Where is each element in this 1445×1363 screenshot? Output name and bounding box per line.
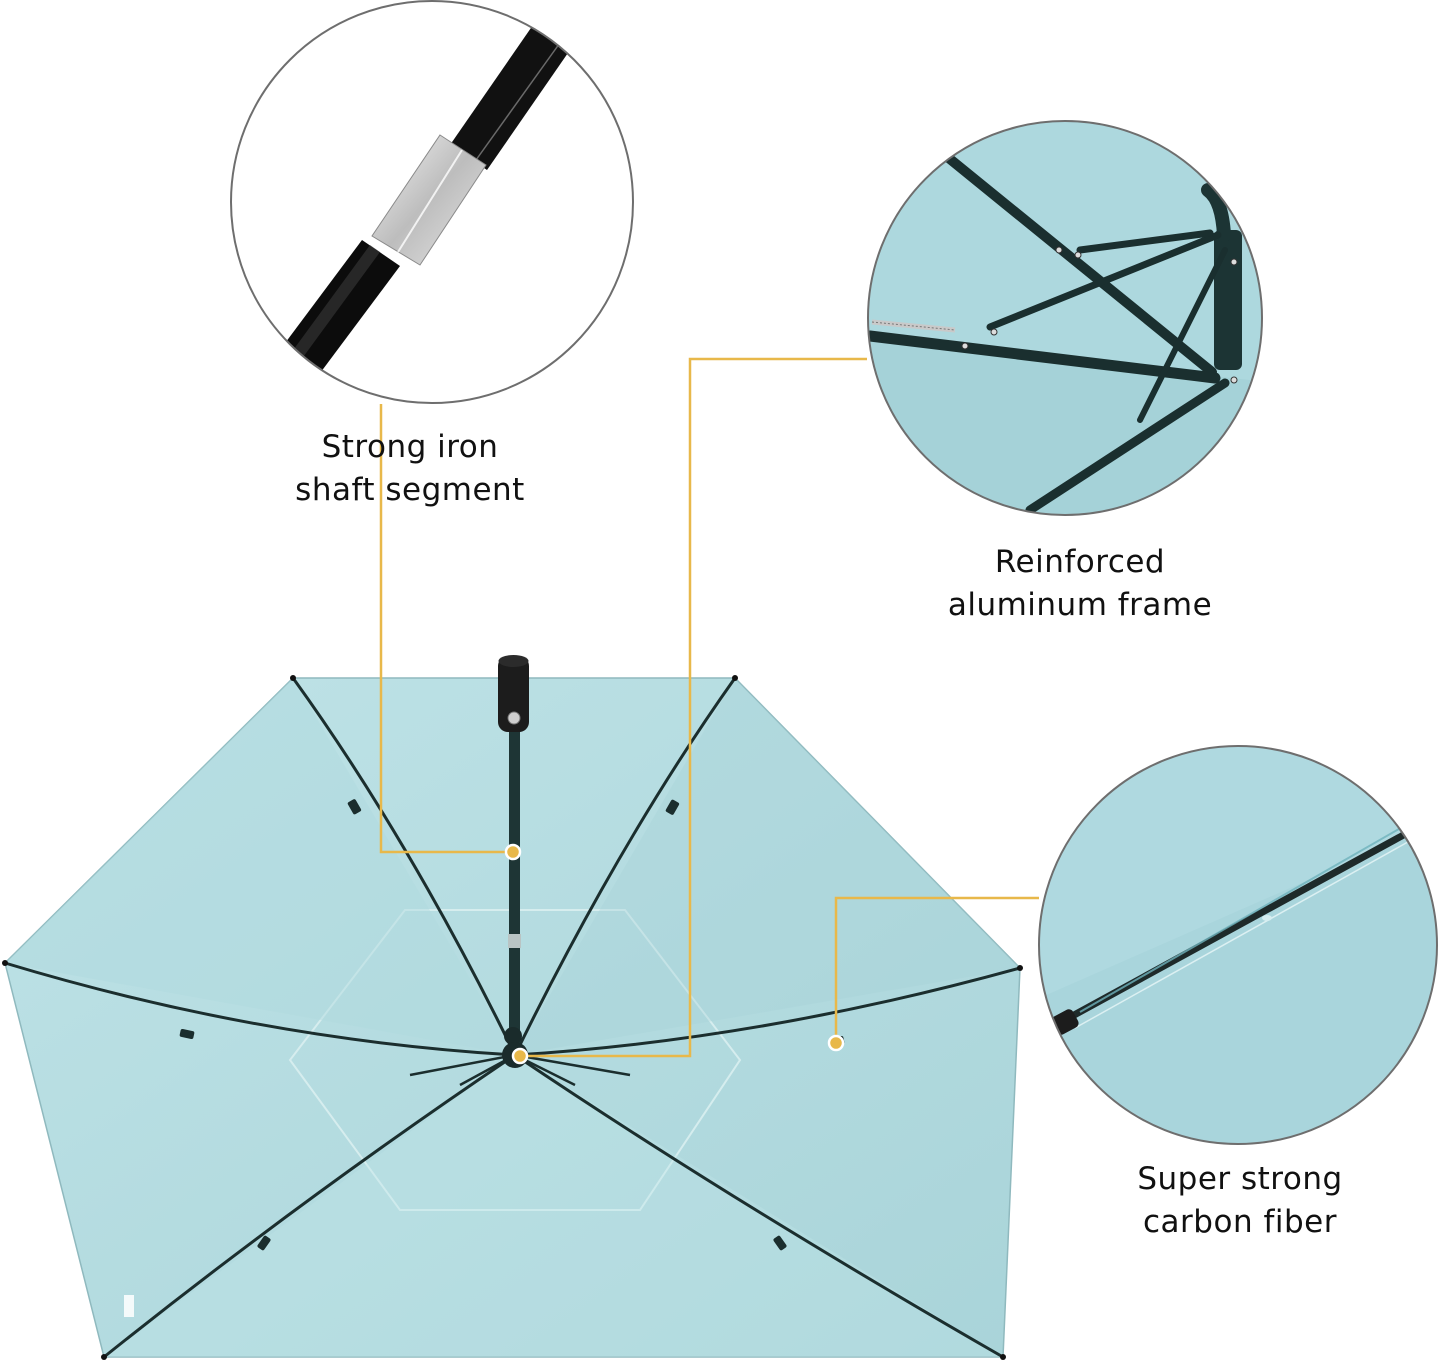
umbrella-icon [2,655,1023,1360]
callout-dots [504,843,845,1065]
shaft-caption-line-2: shaft segment [295,472,525,508]
carbon-caption-line-1: Super strong [1137,1161,1343,1197]
carbon-caption-line-2: carbon fiber [1143,1204,1337,1240]
carbon-rib-closeup-icon [1038,745,1438,1145]
frame-callout-dot-icon [511,1047,529,1065]
frame-caption-line-1: Reinforced [994,544,1166,580]
frame-callout-caption: Reinforced aluminum frame [900,541,1260,627]
carbon-callout-caption: Super strong carbon fiber [1080,1158,1400,1244]
shaft-callout-dot-icon [504,843,522,861]
carbon-callout-dot-icon [827,1034,845,1052]
callout-lines [379,357,1039,1058]
frame-caption-line-2: aluminum frame [947,587,1213,623]
frame-joint-closeup-icon [867,120,1263,516]
shaft-callout-caption: Strong iron shaft segment [240,426,580,512]
shaft-segment-closeup-icon [230,0,634,404]
shaft-caption-line-1: Strong iron [321,429,499,465]
